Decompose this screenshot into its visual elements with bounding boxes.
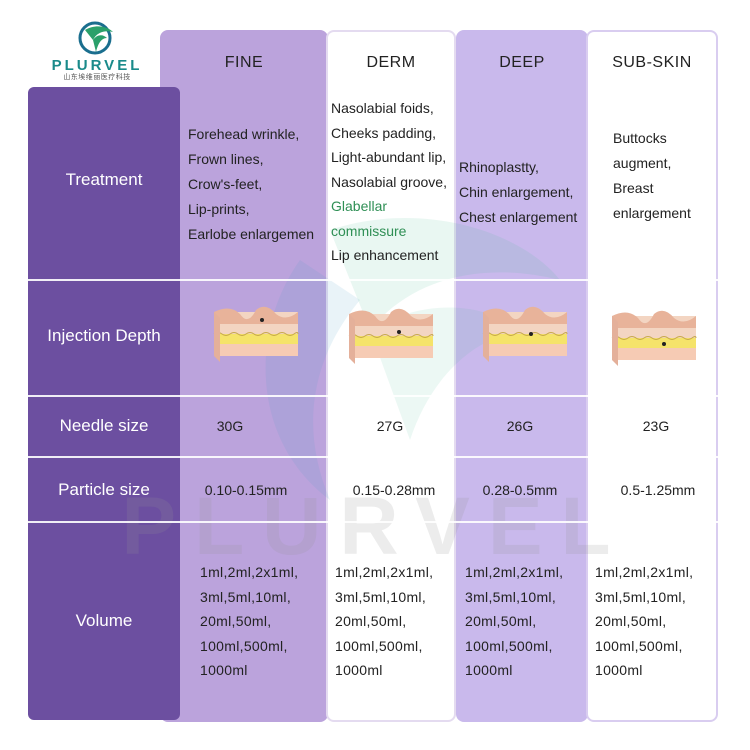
- volume-line: 20ml,50ml,: [465, 613, 537, 630]
- volume-line: 1000ml: [335, 662, 383, 679]
- column-header-sub-skin: SUB-SKIN: [612, 54, 692, 71]
- volume-line: 3ml,5ml,10ml,: [335, 588, 427, 605]
- row-label-volume: Volume: [75, 611, 133, 630]
- particle-size-derm: 0.15-0.28mm: [352, 482, 436, 498]
- plurvel-leaf-logo-icon: [78, 21, 113, 55]
- treatment-sub-skin: Buttocks augment, Breast enlargement: [613, 126, 691, 226]
- volume-line: 1000ml: [200, 662, 248, 679]
- treatment-line: Lip enhancement: [331, 247, 439, 263]
- row-divider: [28, 521, 718, 523]
- volume-line: 100ml,500ml,: [595, 637, 683, 654]
- needle-size-derm: 27G: [376, 418, 404, 434]
- volume-line: 1000ml: [595, 662, 643, 679]
- column-fine-bg: [160, 30, 328, 722]
- brand-name: PLURVEL: [51, 57, 143, 74]
- row-label-panel: [28, 87, 180, 720]
- volume-line: 1ml,2ml,2x1ml,: [200, 564, 299, 580]
- treatment-line: Frown lines,: [188, 151, 264, 167]
- volume-line: 3ml,5ml,10ml,: [200, 588, 292, 605]
- volume-line: 20ml,50ml,: [335, 613, 407, 630]
- volume-line: 20ml,50ml,: [595, 613, 667, 630]
- needle-size-sub-skin: 23G: [642, 418, 670, 434]
- treatment-line: Cheeks padding,: [331, 124, 437, 141]
- volume-line: 1000ml: [465, 662, 513, 679]
- needle-size-fine: 30G: [216, 418, 244, 434]
- treatment-deep: Rhinoplastty, Chin enlargement, Chest en…: [459, 155, 577, 230]
- volume-line: 20ml,50ml,: [200, 613, 272, 630]
- column-sub-skin-bg: [586, 30, 718, 722]
- skin-layer-cross-section-icon: [482, 306, 568, 362]
- volume-line: 1ml,2ml,2x1ml,: [595, 564, 694, 580]
- treatment-line: Chest enlargement: [459, 209, 578, 225]
- treatment-line: Forehead wrinkle,: [188, 126, 300, 142]
- brand-logo: PLURVEL 山东埃维丽医疗科技: [38, 20, 156, 82]
- column-derm-bg: [326, 30, 456, 722]
- treatment-line: Glabellar: [331, 198, 388, 214]
- column-header-fine: FINE: [224, 54, 264, 71]
- skin-layer-cross-section-icon: [611, 310, 697, 366]
- treatment-line: Light-abundant lip,: [331, 149, 447, 165]
- treatment-line: Crow's-feet,: [188, 176, 263, 192]
- treatment-fine: Forehead wrinkle, Frown lines, Crow's-fe…: [188, 122, 314, 247]
- row-divider: [28, 395, 718, 397]
- volume-line: 1ml,2ml,2x1ml,: [335, 564, 434, 580]
- volume-line: 100ml,500ml,: [335, 637, 423, 654]
- treatment-line: Lip-prints,: [188, 201, 250, 217]
- treatment-line: Breast: [613, 180, 654, 196]
- treatment-line: Rhinoplastty,: [459, 159, 539, 175]
- row-label-particle-size: Particle size: [58, 480, 150, 499]
- particle-size-fine: 0.10-0.15mm: [204, 482, 288, 498]
- row-label-injection-depth: Injection Depth: [47, 326, 161, 345]
- volume-derm: 1ml,2ml,2x1ml, 3ml,5ml,10ml, 20ml,50ml, …: [335, 560, 433, 683]
- volume-fine: 1ml,2ml,2x1ml, 3ml,5ml,10ml, 20ml,50ml, …: [200, 560, 298, 683]
- column-deep-bg: [456, 30, 588, 722]
- row-divider: [28, 456, 718, 458]
- volume-line: 100ml,500ml,: [465, 637, 553, 654]
- treatment-line: Nasolabial foids,: [331, 100, 434, 116]
- particle-size-sub-skin: 0.5-1.25mm: [620, 482, 696, 498]
- volume-line: 1ml,2ml,2x1ml,: [465, 564, 564, 580]
- column-header-deep: DEEP: [499, 54, 545, 71]
- row-label-treatment: Treatment: [65, 170, 143, 189]
- treatment-line: Nasolabial groove,: [331, 173, 447, 190]
- row-divider: [28, 279, 718, 281]
- particle-size-deep: 0.28-0.5mm: [482, 482, 558, 498]
- treatment-derm: Nasolabial foids, Cheeks padding, Light-…: [331, 96, 447, 268]
- treatment-line: Buttocks: [613, 130, 667, 146]
- volume-sub-skin: 1ml,2ml,2x1ml, 3ml,5ml,10ml, 20ml,50ml, …: [595, 560, 693, 683]
- volume-deep: 1ml,2ml,2x1ml, 3ml,5ml,10ml, 20ml,50ml, …: [465, 560, 563, 683]
- brand-subtitle: 山东埃维丽医疗科技: [63, 74, 131, 81]
- skin-layer-cross-section-icon: [348, 308, 434, 364]
- needle-size-deep: 26G: [506, 418, 534, 434]
- volume-line: 3ml,5ml,10ml,: [595, 588, 687, 605]
- row-label-needle-size: Needle size: [59, 416, 149, 435]
- skin-layer-cross-section-icon: [213, 306, 299, 362]
- treatment-line: commissure: [331, 222, 407, 239]
- treatment-line: Chin enlargement,: [459, 184, 574, 200]
- treatment-line: enlargement: [613, 205, 691, 221]
- treatment-line: Earlobe enlargemen: [188, 226, 315, 242]
- volume-line: 100ml,500ml,: [200, 637, 288, 654]
- treatment-line: augment,: [613, 155, 672, 171]
- volume-line: 3ml,5ml,10ml,: [465, 588, 557, 605]
- column-header-derm: DERM: [366, 54, 416, 71]
